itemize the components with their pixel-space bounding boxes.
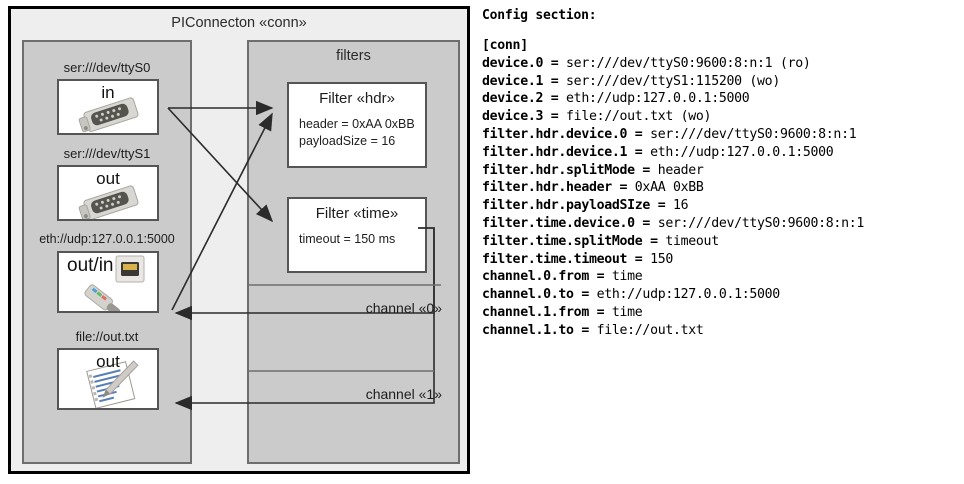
- config-line: filter.time.device.0 = ser:///dev/ttyS0:…: [482, 215, 864, 231]
- config-text[interactable]: [conn] device.0 = ser:///dev/ttyS0:9600:8…: [482, 37, 960, 340]
- filter-props-hdr: header = 0xAA 0xBB payloadSize = 16: [299, 116, 415, 150]
- device-label-ttys0: ser:///dev/ttyS0: [63, 60, 151, 75]
- config-line: channel.1.from = time: [482, 304, 643, 320]
- filter-title-time: Filter «time»: [315, 205, 399, 222]
- device-label-eth: eth://udp:127.0.0.1:5000: [39, 232, 175, 246]
- config-line: filter.hdr.header = 0xAA 0xBB: [482, 180, 704, 196]
- device-card-ttys0[interactable]: in: [57, 79, 159, 135]
- config-section: Config section: [conn] device.0 = ser:///…: [482, 8, 960, 340]
- config-line: filter.hdr.device.0 = ser:///dev/ttyS0:9…: [482, 126, 857, 142]
- filter-prop: header = 0xAA 0xBB: [299, 117, 415, 131]
- config-line: device.0 = ser:///dev/ttyS0:9600:8:n:1 (…: [482, 55, 811, 71]
- config-line: [conn]: [482, 38, 528, 53]
- config-line: channel.0.to = eth://udp:127.0.0.1:5000: [482, 287, 780, 303]
- config-line: filter.hdr.device.1 = eth://udp:127.0.0.…: [482, 144, 834, 160]
- config-line: filter.hdr.splitMode = header: [482, 162, 704, 178]
- text-document-icon: [86, 360, 139, 408]
- config-line: filter.time.splitMode = timeout: [482, 233, 719, 249]
- device-label-file: file://out.txt: [75, 329, 139, 344]
- device-card-ttys1[interactable]: out: [57, 165, 159, 221]
- filters-panel: filters Filter «hdr» header = 0xAA 0xBB …: [247, 40, 460, 464]
- device-card-eth[interactable]: out/in: [57, 251, 159, 313]
- device-io-file: out: [96, 352, 120, 371]
- config-line: device.1 = ser:///dev/ttyS1:115200 (wo): [482, 73, 780, 89]
- serial-port-icon: [78, 97, 139, 133]
- config-line: channel.0.from = time: [482, 269, 643, 285]
- device-label-ttys1: ser:///dev/ttyS1: [63, 146, 151, 161]
- filter-box-hdr[interactable]: Filter «hdr» header = 0xAA 0xBB payloadS…: [287, 82, 427, 168]
- device-io-ttys0: in: [101, 83, 115, 102]
- diagram-frame: PIConnecton «conn» ser:///dev/ttyS0 in: [8, 6, 470, 474]
- filter-props-time: timeout = 150 ms: [299, 231, 395, 248]
- config-line: device.3 = file://out.txt (wo): [482, 109, 712, 125]
- ethernet-jack-icon: [84, 255, 145, 311]
- device-card-file[interactable]: out: [57, 348, 159, 410]
- device-io-eth: out/in: [67, 255, 114, 276]
- config-line: device.2 = eth://udp:127.0.0.1:5000: [482, 91, 750, 107]
- channel-label-1: channel «1»: [365, 386, 442, 402]
- device-io-ttys1: out: [96, 169, 120, 188]
- config-line: channel.1.to = file://out.txt: [482, 322, 704, 338]
- channel-label-0: channel «0»: [365, 300, 442, 316]
- diagram-title: PIConnecton «conn»: [171, 15, 307, 31]
- filters-panel-title: filters: [336, 48, 371, 64]
- config-line: filter.hdr.payloadSIze = 16: [482, 198, 689, 214]
- filter-prop: payloadSize = 16: [299, 134, 396, 148]
- serial-port-icon: [78, 185, 139, 219]
- config-heading: Config section:: [482, 8, 597, 23]
- filter-box-time[interactable]: Filter «time» timeout = 150 ms: [287, 197, 427, 273]
- config-line: filter.time.timeout = 150: [482, 251, 673, 267]
- devices-panel: ser:///dev/ttyS0 in: [22, 40, 192, 464]
- filter-title-hdr: Filter «hdr»: [319, 90, 395, 107]
- filter-prop: timeout = 150 ms: [299, 232, 396, 246]
